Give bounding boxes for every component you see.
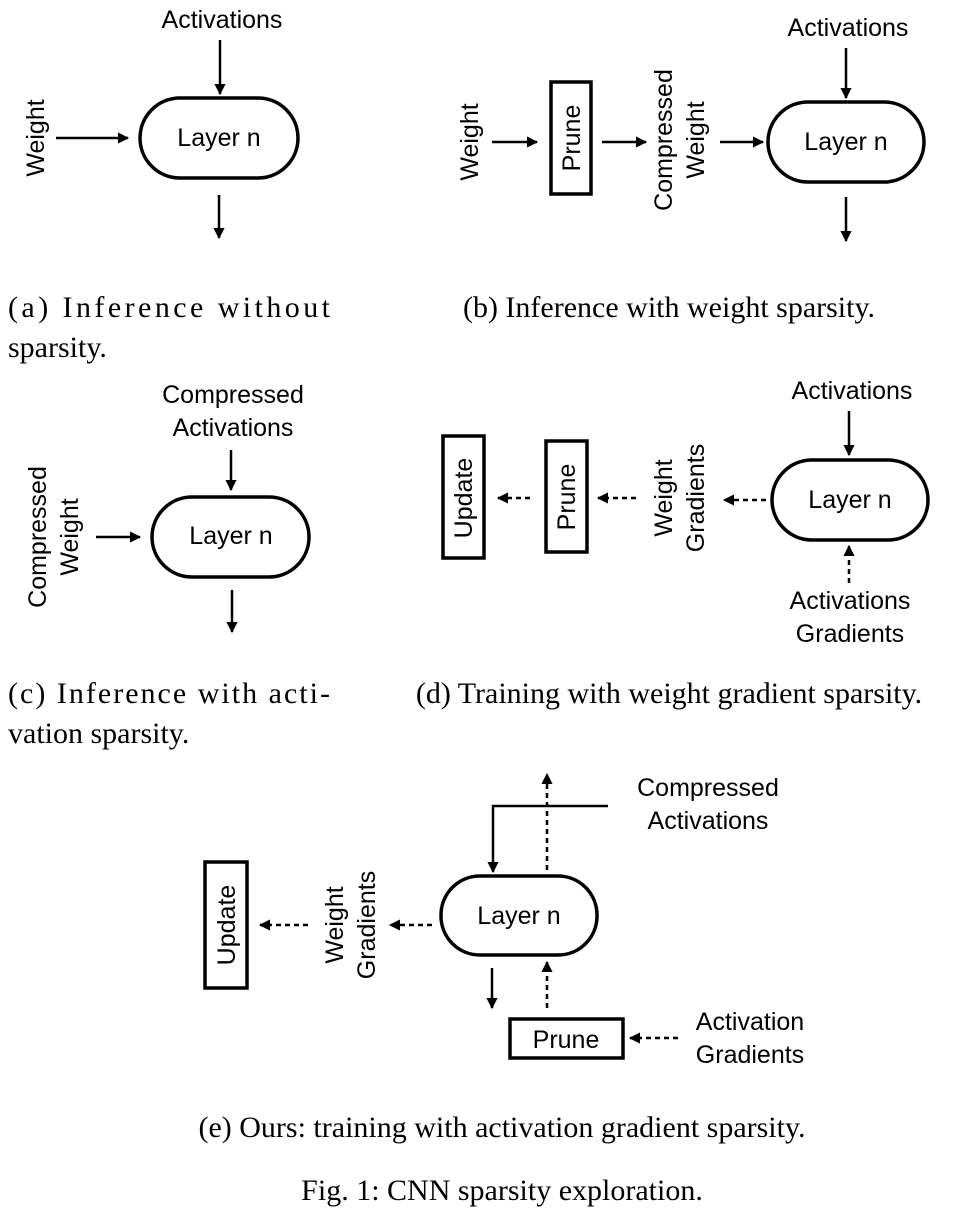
- panel-c-caption-line1: (c) Inference with acti-: [8, 677, 330, 710]
- panel-c-compressed-activations-label-line2: Activations: [173, 414, 294, 442]
- panel-e-activation-gradients-label-line1: Activation: [696, 1008, 804, 1036]
- panel-e-activation-gradients-label-line2: Gradients: [696, 1041, 804, 1069]
- panel-c: Compressed Activations Compressed Weight…: [8, 381, 330, 750]
- panel-e-weight-gradients-label-line1: Weight: [321, 886, 349, 963]
- panel-e-compressed-activations-arrow: [487, 804, 608, 874]
- panel-e-update-label: Update: [213, 885, 241, 966]
- panel-a: Activations Weight Layer n (a) Inference…: [8, 6, 331, 364]
- panel-e: Compressed Activations Update Weight Gra…: [198, 772, 806, 1144]
- panel-c-compressed-activations-label-line1: Compressed: [162, 381, 304, 409]
- panel-e-layer-node: [439, 874, 599, 957]
- panel-b-weight-label: Weight: [456, 103, 484, 180]
- panel-e-compressed-activations-label-line2: Activations: [648, 807, 769, 835]
- panel-a-weight-label: Weight: [22, 99, 50, 176]
- panel-d-layer-label: Layer n: [808, 486, 891, 514]
- panel-e-update-box: [203, 860, 249, 990]
- panel-c-layer-label: Layer n: [189, 522, 272, 550]
- panel-d-activation-gradients-label-line1: Activations: [790, 587, 911, 615]
- panel-e-prune-box: [508, 1017, 625, 1060]
- panel-c-caption-line2: vation sparsity.: [8, 717, 189, 750]
- panel-e-weight-gradients-label-line2: Gradients: [353, 871, 381, 979]
- panel-d-update-box: [441, 434, 486, 560]
- panel-b-compressed-weight-label-line1: Compressed: [650, 69, 678, 211]
- panel-d-prune-label: Prune: [553, 464, 581, 531]
- panel-d-weight-gradients-label-line1: Weight: [650, 459, 678, 536]
- panel-c-layer-node: [150, 495, 311, 579]
- panel-a-layer-label: Layer n: [177, 124, 260, 152]
- panel-a-caption-line2: sparsity.: [8, 331, 107, 364]
- panel-b-layer-label: Layer n: [804, 128, 887, 156]
- panel-a-caption-line1: (a) Inference without: [8, 291, 331, 324]
- panel-d: Activations Update Prune Weight Gradient…: [416, 377, 930, 710]
- panel-e-caption: (e) Ours: training with activation gradi…: [198, 1111, 805, 1144]
- panel-b-caption: (b) Inference with weight sparsity.: [463, 291, 875, 324]
- panel-c-compressed-weight-label-line1: Compressed: [24, 466, 52, 608]
- panel-a-layer-node: [138, 96, 300, 180]
- panel-d-prune-box: [544, 439, 589, 554]
- figure-caption: Fig. 1: CNN sparsity exploration.: [301, 1174, 703, 1207]
- panel-e-layer-label: Layer n: [477, 902, 560, 930]
- panel-d-activations-label: Activations: [792, 377, 913, 405]
- panel-e-compressed-activations-label-line1: Compressed: [637, 774, 779, 802]
- panel-e-prune-label: Prune: [533, 1026, 600, 1054]
- panel-b-layer-node: [766, 100, 926, 184]
- panel-b-compressed-weight-label-line2: Weight: [682, 101, 710, 178]
- panel-b-activations-label: Activations: [788, 14, 909, 42]
- panel-d-activation-gradients-label-line2: Gradients: [796, 620, 904, 648]
- panel-b: Activations Weight Prune Compressed Weig…: [456, 14, 926, 324]
- panel-d-weight-gradients-label-line2: Gradients: [682, 444, 710, 552]
- panel-c-compressed-weight-label-line2: Weight: [56, 498, 84, 575]
- panel-d-update-label: Update: [450, 458, 478, 539]
- panel-d-caption: (d) Training with weight gradient sparsi…: [416, 677, 922, 710]
- panel-d-layer-node: [770, 458, 930, 542]
- panel-b-prune-box: [549, 80, 593, 196]
- panel-b-prune-label: Prune: [558, 105, 586, 172]
- panel-a-activations-label: Activations: [162, 6, 283, 34]
